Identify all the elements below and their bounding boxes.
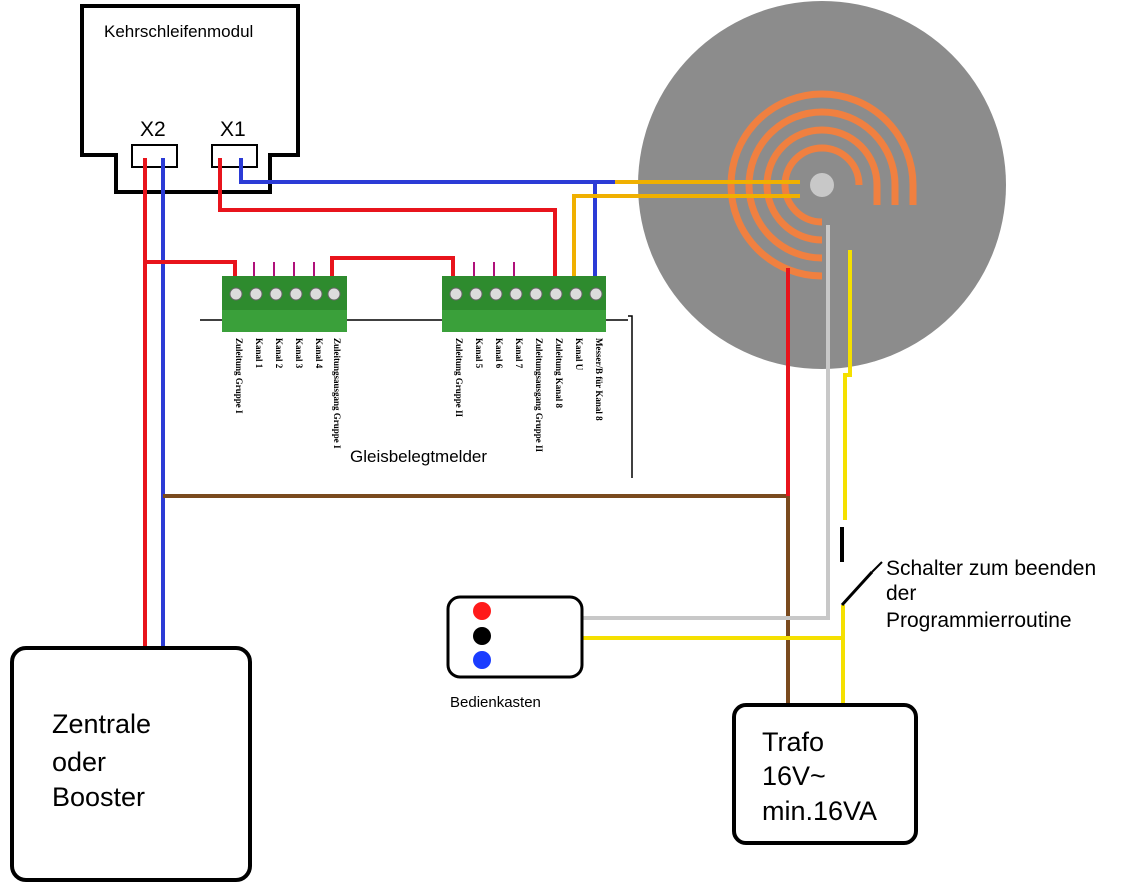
terminal-label: Kanal 6 (494, 338, 504, 369)
terminal-labels-right: Zuleitung Gruppe II Kanal 5 Kanal 6 Kana… (454, 338, 604, 453)
terminal-label: Kanal 1 (254, 338, 264, 369)
zentrale-label-line2: oder (52, 747, 106, 777)
schalter-label-line1: Schalter zum beenden (886, 557, 1096, 580)
trafo-label-line2: 16V~ (762, 761, 826, 791)
terminal-label: Zuleitung Gruppe II (454, 338, 464, 418)
kehrschleifenmodul-label: Kehrschleifenmodul (104, 22, 253, 41)
terminal-label: Kanal 5 (474, 338, 484, 369)
trafo-label-line3: min.16VA (762, 796, 877, 826)
terminal-label: Kanal 7 (514, 338, 524, 369)
terminal-label: Kanal 3 (294, 338, 304, 369)
x2-label: X2 (140, 118, 166, 141)
switch-symbol (840, 527, 883, 607)
zentrale-label-line3: Booster (52, 782, 145, 812)
blue-button-icon (473, 651, 491, 669)
schalter-label-line3: Programmierroutine (886, 609, 1072, 632)
terminal-label: Kanal 2 (274, 338, 284, 369)
terminal-label: Zuleitung Gruppe I (234, 338, 244, 414)
terminal-block-right (442, 276, 606, 332)
terminal-label: Kanal U (574, 338, 584, 371)
red-button-icon (473, 602, 491, 620)
black-button-icon (473, 627, 491, 645)
terminal-label: Kanal 4 (314, 338, 324, 369)
terminal-label: Zuleitung Kanal 8 (554, 338, 564, 409)
wires (143, 158, 852, 705)
trafo-label-line1: Trafo (762, 727, 824, 757)
bedienkasten-label: Bedienkasten (450, 694, 541, 711)
terminal-label: Zuleitungsausgang Gruppe II (534, 338, 544, 453)
zentrale-box (10, 646, 252, 882)
terminal-label: Messer/B für Kanal 8 (594, 338, 604, 421)
terminal-pins (253, 262, 515, 278)
x1-label: X1 (220, 118, 246, 141)
bedienkasten-box (446, 595, 584, 679)
gleisbelegtmelder-label: Gleisbelegtmelder (350, 447, 487, 466)
turntable (638, 1, 1006, 369)
terminal-label: Zuleitungsausgang Gruppe I (332, 338, 342, 449)
terminal-labels-left: Zuleitung Gruppe I Kanal 1 Kanal 2 Kanal… (234, 338, 342, 449)
schalter-label-line2: der (886, 582, 916, 605)
trafo-box (732, 703, 918, 845)
zentrale-label-line1: Zentrale (52, 709, 151, 739)
terminal-block-left (222, 276, 347, 332)
